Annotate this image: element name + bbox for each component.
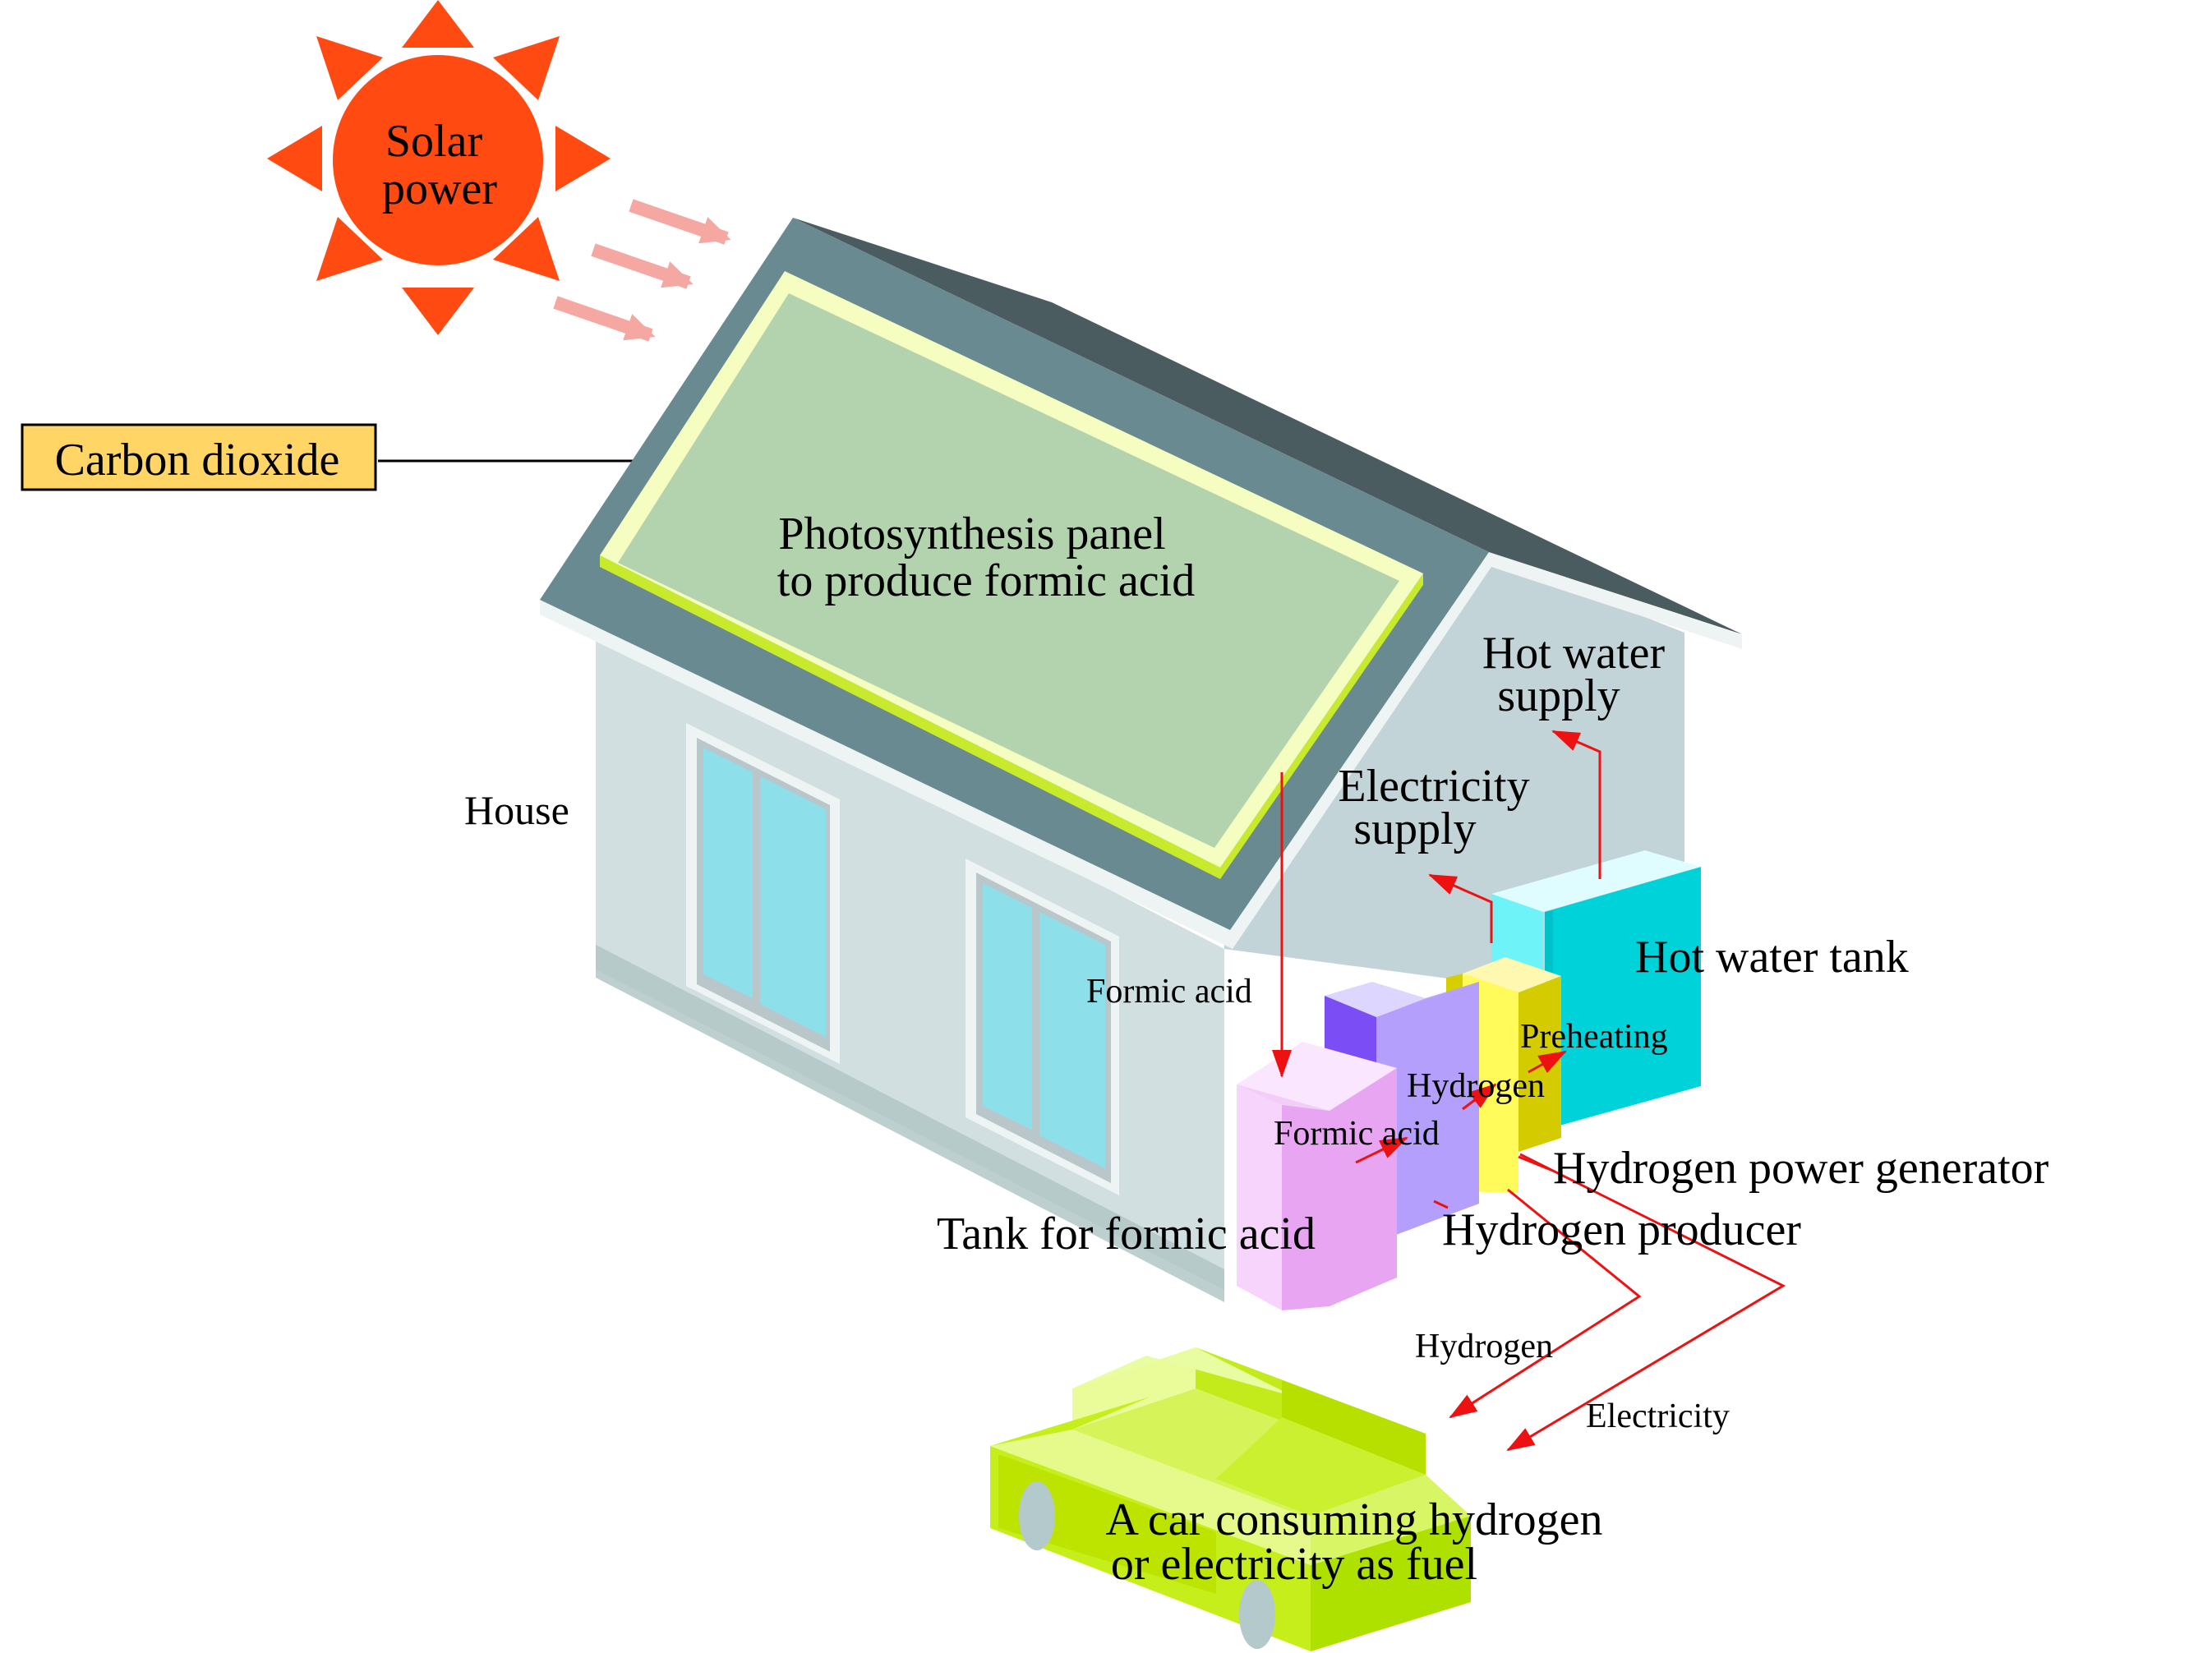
generator-label: Hydrogen power generator xyxy=(1553,1143,2049,1194)
producer-leader xyxy=(1433,1199,1449,1209)
formic-tank-label: Tank for formic acid xyxy=(937,1209,1316,1259)
flow-arrows xyxy=(1272,730,1786,1452)
producer-label: Hydrogen producer xyxy=(1442,1204,1801,1255)
car-hydrogen-arrow xyxy=(1449,1188,1642,1419)
photosynthesis-panel xyxy=(600,271,1423,879)
car-label: A car consuming hydrogen or electricity … xyxy=(1106,1494,1615,1590)
hot-water-supply-label: Hot water supply xyxy=(1482,628,1676,721)
house-label: House xyxy=(464,787,569,833)
sunlight-arrows xyxy=(553,199,731,342)
hot-water-tank-label: Hot water tank xyxy=(1635,932,1909,983)
preheating-label: Preheating xyxy=(1520,1018,1668,1056)
formic-acid-tank xyxy=(1237,1042,1397,1310)
formic-acid-flow-label: Formic acid xyxy=(1086,973,1252,1011)
hot-water-supply-arrow xyxy=(1551,730,1601,879)
formic-acid-inner-label: Formic acid xyxy=(1274,1115,1440,1153)
electricity-supply-label: Electricity supply xyxy=(1338,761,1541,854)
sun-icon xyxy=(267,0,611,335)
co2-box xyxy=(21,423,377,491)
window-right xyxy=(965,859,1119,1195)
producer-to-generator-arrow xyxy=(1462,1083,1497,1111)
formic-to-producer-arrow xyxy=(1355,1136,1408,1164)
panel-label: Photosynthesis panel to produce formic a… xyxy=(777,509,1195,606)
co2-label: Carbon dioxide xyxy=(55,435,340,486)
electricity-supply-arrow xyxy=(1428,873,1493,943)
generator-leader xyxy=(1518,1155,1554,1172)
preheating-arrow xyxy=(1528,1050,1567,1074)
hydrogen-flow-label: Hydrogen xyxy=(1407,1067,1545,1105)
car-hydrogen-label: Hydrogen xyxy=(1415,1328,1553,1365)
car-electricity-label: Electricity xyxy=(1586,1397,1730,1435)
window-left xyxy=(686,723,840,1064)
car xyxy=(990,1347,1471,1651)
car-electricity-arrow xyxy=(1506,1153,1786,1452)
sun-label: Solar power xyxy=(382,116,497,214)
